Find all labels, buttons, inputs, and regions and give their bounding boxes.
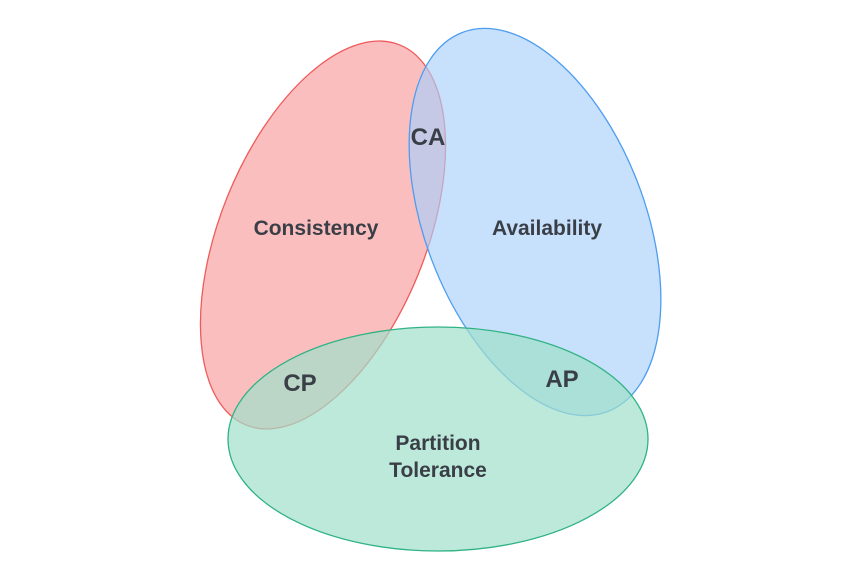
partition-tolerance-ellipse	[227, 326, 649, 552]
partition-label-line2: Tolerance	[389, 459, 487, 482]
ap-label: AP	[545, 366, 578, 393]
ca-label: CA	[411, 124, 446, 151]
consistency-label: Consistency	[254, 217, 379, 240]
cp-label: CP	[283, 370, 316, 397]
availability-label: Availability	[492, 217, 602, 240]
partition-label-line1: Partition	[395, 432, 480, 455]
